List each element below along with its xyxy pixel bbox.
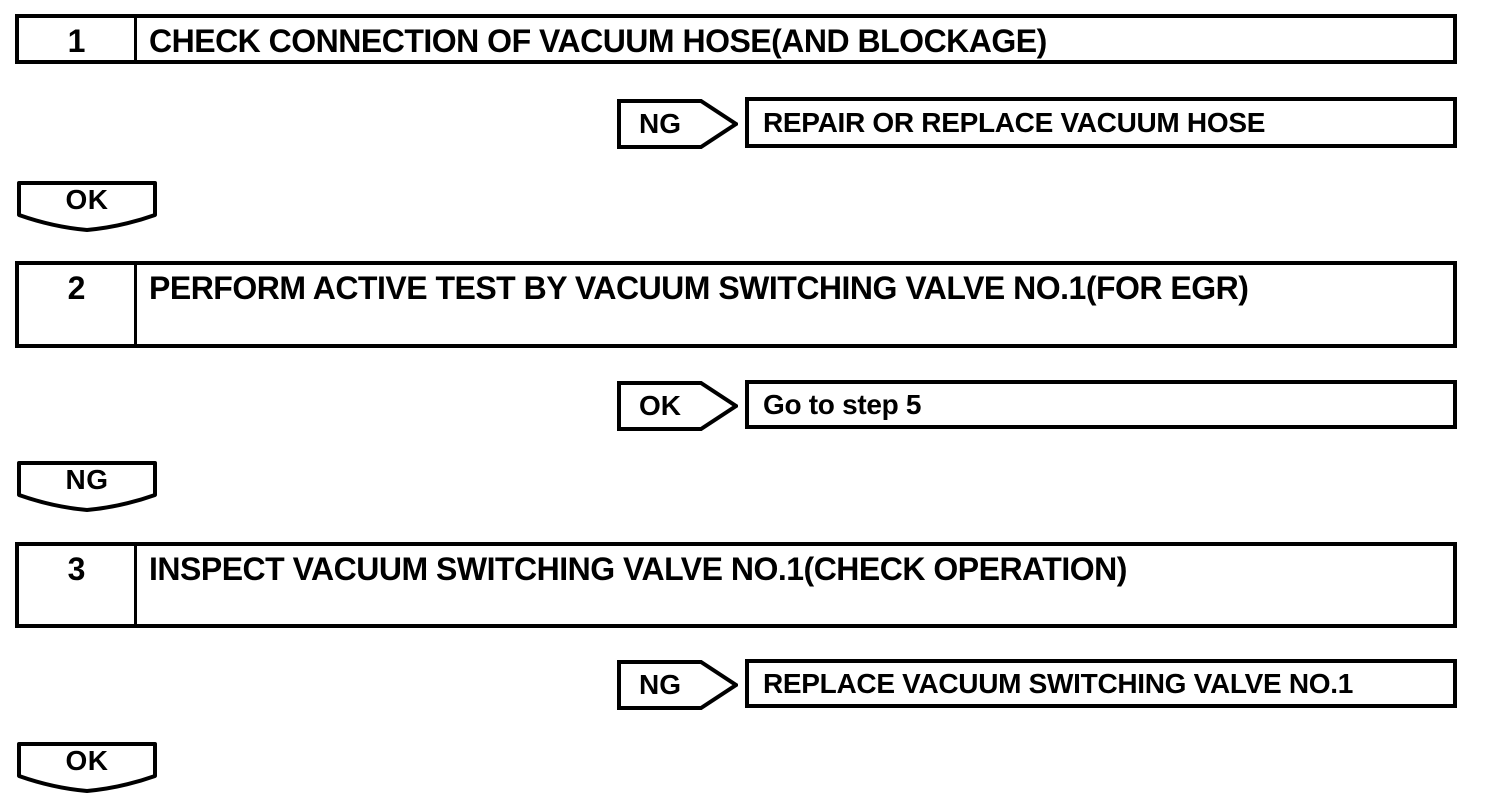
step-2-number: 2 <box>67 270 86 306</box>
step-1-number-cell: 1 <box>19 18 137 60</box>
step-1-title: CHECK CONNECTION OF VACUUM HOSE(AND BLOC… <box>149 23 1047 59</box>
right-arrow-pentagon-icon <box>617 660 738 710</box>
step-3-continue-pentagon: OK <box>16 741 158 796</box>
step-1-continue-label: OK <box>65 184 109 215</box>
step-3-branch-result-box: REPLACE VACUUM SWITCHING VALVE NO.1 <box>745 659 1457 708</box>
step-3-box: 3 INSPECT VACUUM SWITCHING VALVE NO.1(CH… <box>15 542 1457 628</box>
step-3-number-cell: 3 <box>19 546 137 624</box>
step-2-continue-label: NG <box>65 464 109 495</box>
step-1-branch-result-box: REPAIR OR REPLACE VACUUM HOSE <box>745 97 1457 148</box>
step-1-branch-label: NG <box>639 108 681 139</box>
step-1-branch-arrow: NG <box>617 99 738 149</box>
step-1-branch-result-text: REPAIR OR REPLACE VACUUM HOSE <box>763 106 1266 138</box>
step-1-number: 1 <box>67 23 86 59</box>
step-3-title: INSPECT VACUUM SWITCHING VALVE NO.1(CHEC… <box>149 551 1127 587</box>
step-3-branch-arrow: NG <box>617 660 738 710</box>
step-3-number: 3 <box>67 551 86 587</box>
down-pentagon-icon <box>17 461 157 512</box>
right-arrow-pentagon-icon <box>617 99 738 149</box>
step-2-number-cell: 2 <box>19 265 137 344</box>
step-3-continue-label: OK <box>65 745 109 776</box>
step-2-title: PERFORM ACTIVE TEST BY VACUUM SWITCHING … <box>149 270 1249 306</box>
step-3-branch-label: NG <box>639 669 681 700</box>
right-arrow-pentagon-icon <box>617 381 738 431</box>
step-2-box: 2 PERFORM ACTIVE TEST BY VACUUM SWITCHIN… <box>15 261 1457 348</box>
step-1-continue-pentagon: OK <box>16 180 158 235</box>
step-2-branch-arrow: OK <box>617 381 738 431</box>
step-2-branch-result-box: Go to step 5 <box>745 380 1457 429</box>
step-3-branch-result-text: REPLACE VACUUM SWITCHING VALVE NO.1 <box>763 667 1353 699</box>
step-1-box: 1 CHECK CONNECTION OF VACUUM HOSE(AND BL… <box>15 14 1457 64</box>
down-pentagon-icon <box>17 742 157 793</box>
down-pentagon-icon <box>17 181 157 232</box>
step-2-continue-pentagon: NG <box>16 460 158 515</box>
step-2-branch-result-text: Go to step 5 <box>763 388 922 420</box>
step-2-branch-label: OK <box>639 390 681 421</box>
